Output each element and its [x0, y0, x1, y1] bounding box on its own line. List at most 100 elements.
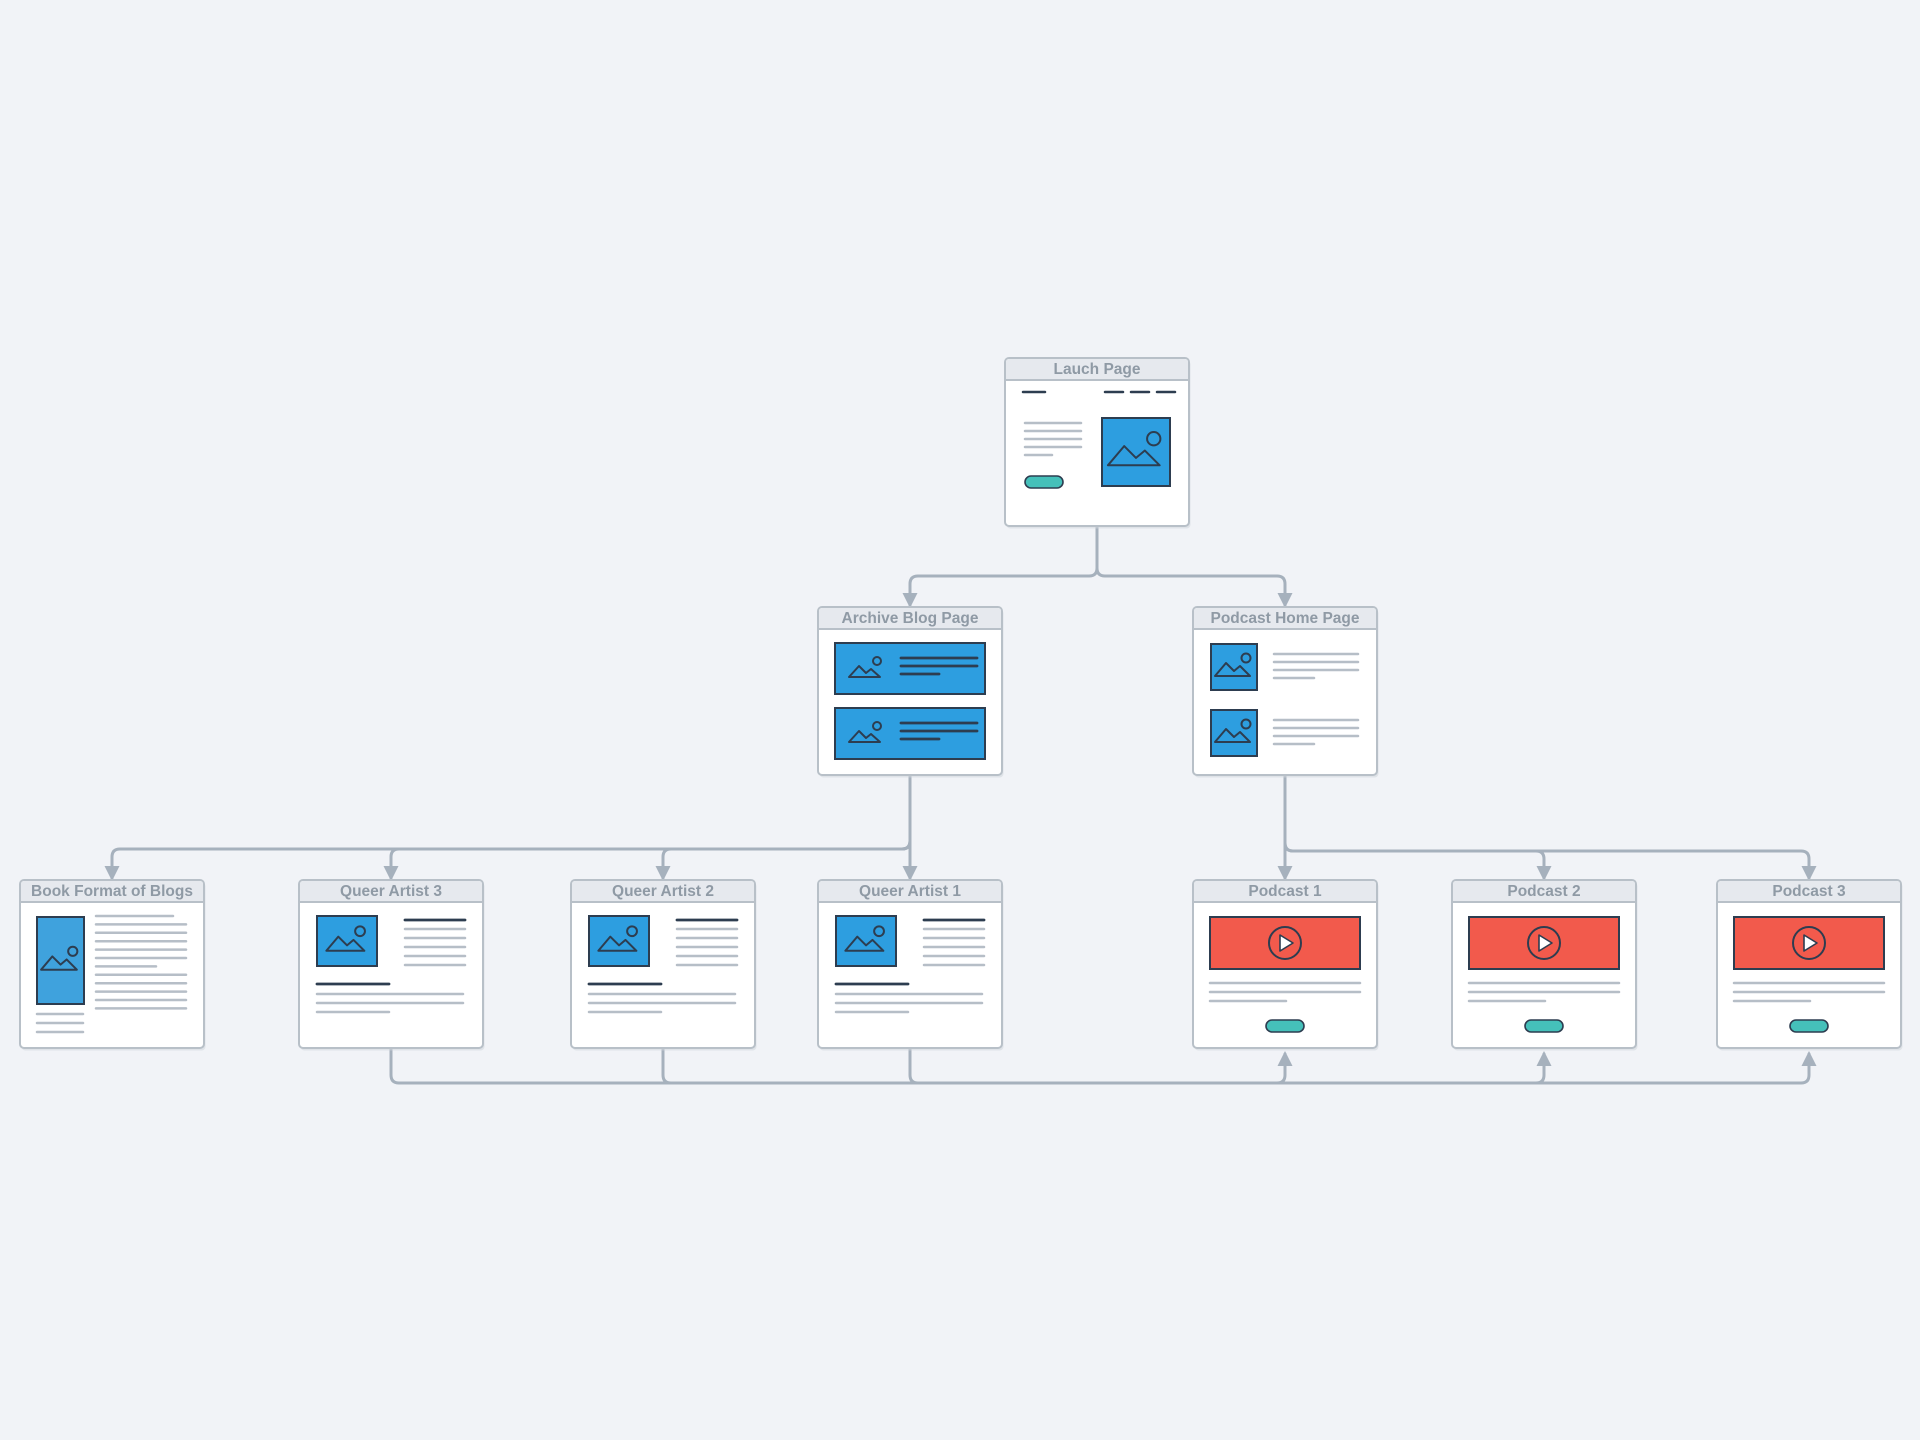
play-ring [1527, 926, 1561, 960]
mountain-shape [597, 935, 638, 952]
card-title: Queer Artist 2 [612, 883, 714, 900]
card-title: Podcast 2 [1507, 883, 1580, 900]
page-card-queer-artist-2: Queer Artist 2 [570, 879, 757, 1051]
video-placeholder [1468, 916, 1620, 970]
video-placeholder [1209, 916, 1361, 970]
card-header [1718, 881, 1900, 902]
mountain-shape [848, 730, 881, 743]
card-header [819, 881, 1001, 902]
card-title: Podcast 3 [1772, 883, 1846, 900]
card-body-content [35, 914, 188, 1034]
connector-archive [655, 773, 912, 881]
play-ring [1268, 926, 1302, 960]
artist-image [835, 915, 897, 967]
connector-archive [383, 773, 912, 881]
card-title: Archive Blog Page [842, 610, 979, 627]
sun-shape [1240, 652, 1252, 664]
page-card-podcast-1: Podcast 1 [1192, 879, 1379, 1051]
image-frame [1210, 709, 1258, 757]
video-placeholder [1733, 916, 1885, 970]
connectors [104, 524, 1817, 1085]
page-card-podcast-3: Podcast 3 [1716, 879, 1903, 1051]
image-icon [848, 656, 882, 678]
podcast-thumbnail [1210, 709, 1258, 757]
card-header [1453, 881, 1635, 902]
page-card-podcast-2: Podcast 2 [1451, 879, 1638, 1051]
video-frame [1733, 916, 1885, 970]
card-title: Podcast Home Page [1210, 610, 1359, 627]
image-icon [325, 925, 366, 952]
play-icon [1527, 926, 1561, 960]
card-body-content [587, 915, 739, 1014]
blog-post-row [834, 707, 986, 760]
card-header [819, 608, 1001, 629]
image-frame [1210, 643, 1258, 691]
image-icon [1214, 652, 1252, 677]
mountain-shape [325, 935, 366, 952]
mountain-shape [40, 955, 78, 971]
card-title: Podcast 1 [1248, 883, 1322, 900]
card-header [572, 881, 754, 902]
post-row-frame [834, 642, 986, 695]
image-icon [844, 925, 885, 952]
page-card-book-format: Book Format of Blogs [19, 879, 206, 1051]
connector-archive [104, 773, 912, 881]
play-icon [1792, 926, 1826, 960]
sun-shape [626, 925, 638, 938]
sun-shape [1240, 718, 1252, 730]
sun-shape [872, 656, 882, 666]
sun-shape [873, 925, 885, 938]
page-card-launch: Lauch Page [1004, 357, 1191, 529]
play-button [1789, 1019, 1829, 1033]
card-header [1194, 881, 1376, 902]
image-frame [316, 915, 378, 967]
connector-artist-to-podcast [389, 1046, 1293, 1085]
image-icon [597, 925, 638, 952]
image-icon [848, 721, 882, 743]
card-header [21, 881, 203, 902]
card-body-content [315, 915, 467, 1014]
mountain-shape [848, 665, 881, 678]
sun-shape [354, 925, 366, 938]
page-card-queer-artist-1: Queer Artist 1 [817, 879, 1004, 1051]
play-ring [1792, 926, 1826, 960]
sun-shape [1146, 431, 1162, 447]
card-header [300, 881, 482, 902]
card-header [1194, 608, 1376, 629]
card-body-content [834, 915, 986, 1014]
connector-podcast-home [1283, 773, 1552, 881]
mountain-shape [1214, 728, 1251, 743]
image-icon [40, 945, 79, 971]
artist-image [316, 915, 378, 967]
connector-podcast-home [1283, 773, 1817, 881]
card-body-content [834, 642, 986, 760]
image-frame [1101, 417, 1171, 487]
card-header [1006, 359, 1188, 380]
connector-launch [1095, 524, 1293, 608]
play-icon [1268, 926, 1302, 960]
play-triangle [1538, 934, 1553, 952]
play-button [1265, 1019, 1305, 1033]
video-frame [1209, 916, 1361, 970]
card-body-content [1021, 390, 1177, 489]
cta-button [1024, 475, 1064, 489]
artist-image [588, 915, 650, 967]
page-card-queer-artist-3: Queer Artist 3 [298, 879, 485, 1051]
connector-artist-to-podcast [908, 1046, 1817, 1085]
image-icon [1214, 718, 1252, 743]
podcast-thumbnail [1210, 643, 1258, 691]
post-row-frame [834, 707, 986, 760]
image-frame [588, 915, 650, 967]
card-title: Queer Artist 1 [859, 883, 961, 900]
image-frame [835, 915, 897, 967]
sun-shape [67, 945, 79, 957]
play-triangle [1803, 934, 1818, 952]
image-frame [36, 916, 85, 1005]
mountain-shape [1214, 662, 1251, 677]
mountain-shape [844, 935, 885, 952]
play-button [1524, 1019, 1564, 1033]
sun-shape [872, 721, 882, 731]
